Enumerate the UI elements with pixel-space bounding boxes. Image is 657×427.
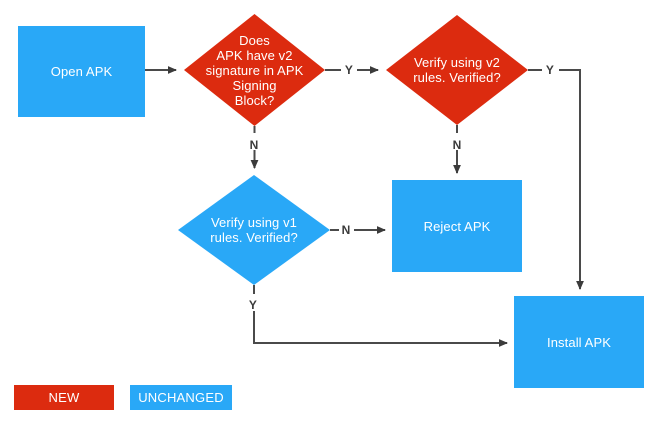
legend-item-unchanged: UNCHANGED	[130, 385, 232, 410]
edge-label-verify-v1-no: N	[341, 223, 351, 237]
edge-verify-v2-yes-seg2	[559, 69, 584, 290]
edge-label-verify-v2-yes: Y	[545, 63, 555, 77]
edge-label-verify-v2-no: N	[452, 138, 462, 152]
legend-label-new: NEW	[48, 390, 80, 405]
node-shape-has-v2-signature	[184, 14, 325, 126]
node-shape-open-apk	[18, 26, 145, 117]
node-shape-verify-v2	[386, 15, 528, 125]
node-shape-install-apk	[514, 296, 644, 388]
edge-label-has-v2-yes: Y	[344, 63, 354, 77]
legend-label-unchanged: UNCHANGED	[138, 390, 224, 405]
edge-label-verify-v1-yes: Y	[248, 298, 258, 312]
edge-label-has-v2-no: N	[249, 138, 259, 152]
node-shape-verify-v1	[178, 175, 330, 285]
edge-verify-v1-yes-seg2	[253, 311, 508, 347]
node-shape-reject-apk	[392, 180, 522, 272]
legend-item-new: NEW	[14, 385, 114, 410]
